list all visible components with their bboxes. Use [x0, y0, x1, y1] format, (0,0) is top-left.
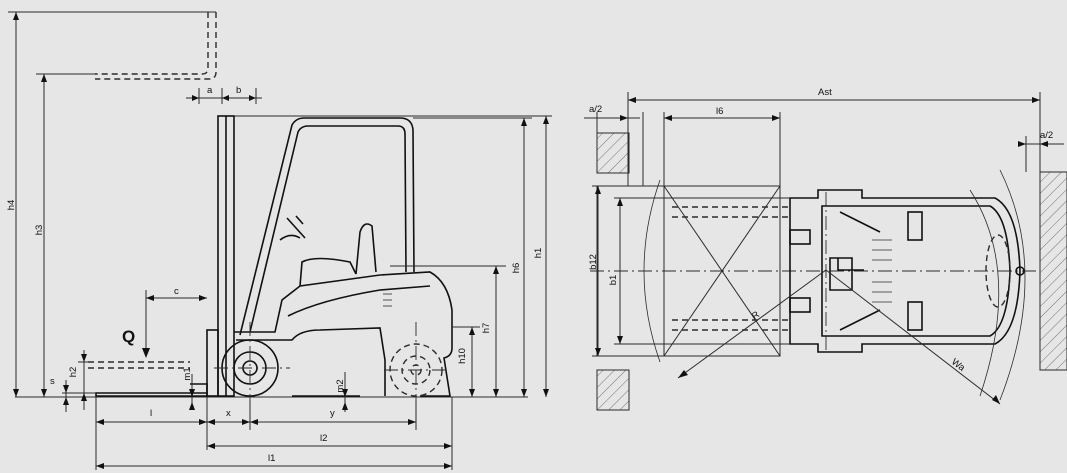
dim-l1: l1 — [268, 453, 275, 464]
truck-body — [234, 215, 453, 397]
dim-h1: h1 — [533, 248, 544, 259]
wall-block-right — [1039, 171, 1067, 371]
turning-arc-right — [999, 169, 1026, 401]
dim-s: s — [50, 376, 55, 387]
dim-c: c — [174, 286, 179, 297]
dim-b12: b12 — [588, 254, 599, 270]
dim-ast: Ast — [818, 87, 832, 98]
dim-l: l — [150, 408, 152, 419]
turning-arc-left — [643, 179, 661, 363]
mast — [206, 115, 235, 397]
dim-h4: h4 — [6, 200, 17, 211]
dim-h3: h3 — [34, 225, 45, 236]
dim-l6: l6 — [716, 106, 723, 117]
dim-a: a — [207, 85, 213, 96]
side-view: h4 h3 s h2 m1 m2 h10 h7 — [6, 11, 552, 470]
dim-h6: h6 — [511, 263, 522, 274]
dim-b: b — [236, 85, 241, 96]
obstacle-block-top — [596, 132, 630, 174]
dim-b1: b1 — [608, 275, 619, 286]
dim-l2: l2 — [320, 433, 327, 444]
dim-h7: h7 — [481, 323, 492, 334]
dim-a2-right: a/2 — [1040, 130, 1053, 141]
top-forks — [672, 206, 790, 331]
dim-h2: h2 — [68, 367, 79, 378]
dim-a2-left: a/2 — [589, 104, 602, 115]
dim-wa: Wa — [949, 357, 967, 375]
raised-fork-outline — [95, 11, 217, 80]
obstacle-block-bottom — [596, 369, 630, 411]
dim-m2: m2 — [335, 379, 346, 392]
dim-x: x — [226, 408, 231, 419]
dim-y: y — [330, 408, 335, 419]
radius-wa-line — [825, 269, 1001, 405]
truck-top-outline — [789, 189, 1025, 353]
load-label-q: Q — [122, 327, 135, 346]
load-outline — [88, 361, 190, 369]
dim-m1: m1 — [182, 367, 193, 380]
dim-r: R — [750, 309, 762, 322]
radius-r-line — [677, 269, 827, 379]
top-view: R Wa Ast a/2 l6 a/2 b12 — [584, 87, 1067, 411]
lowered-forks — [95, 383, 208, 397]
dim-h10: h10 — [457, 348, 468, 364]
overhead-guard — [239, 117, 415, 336]
